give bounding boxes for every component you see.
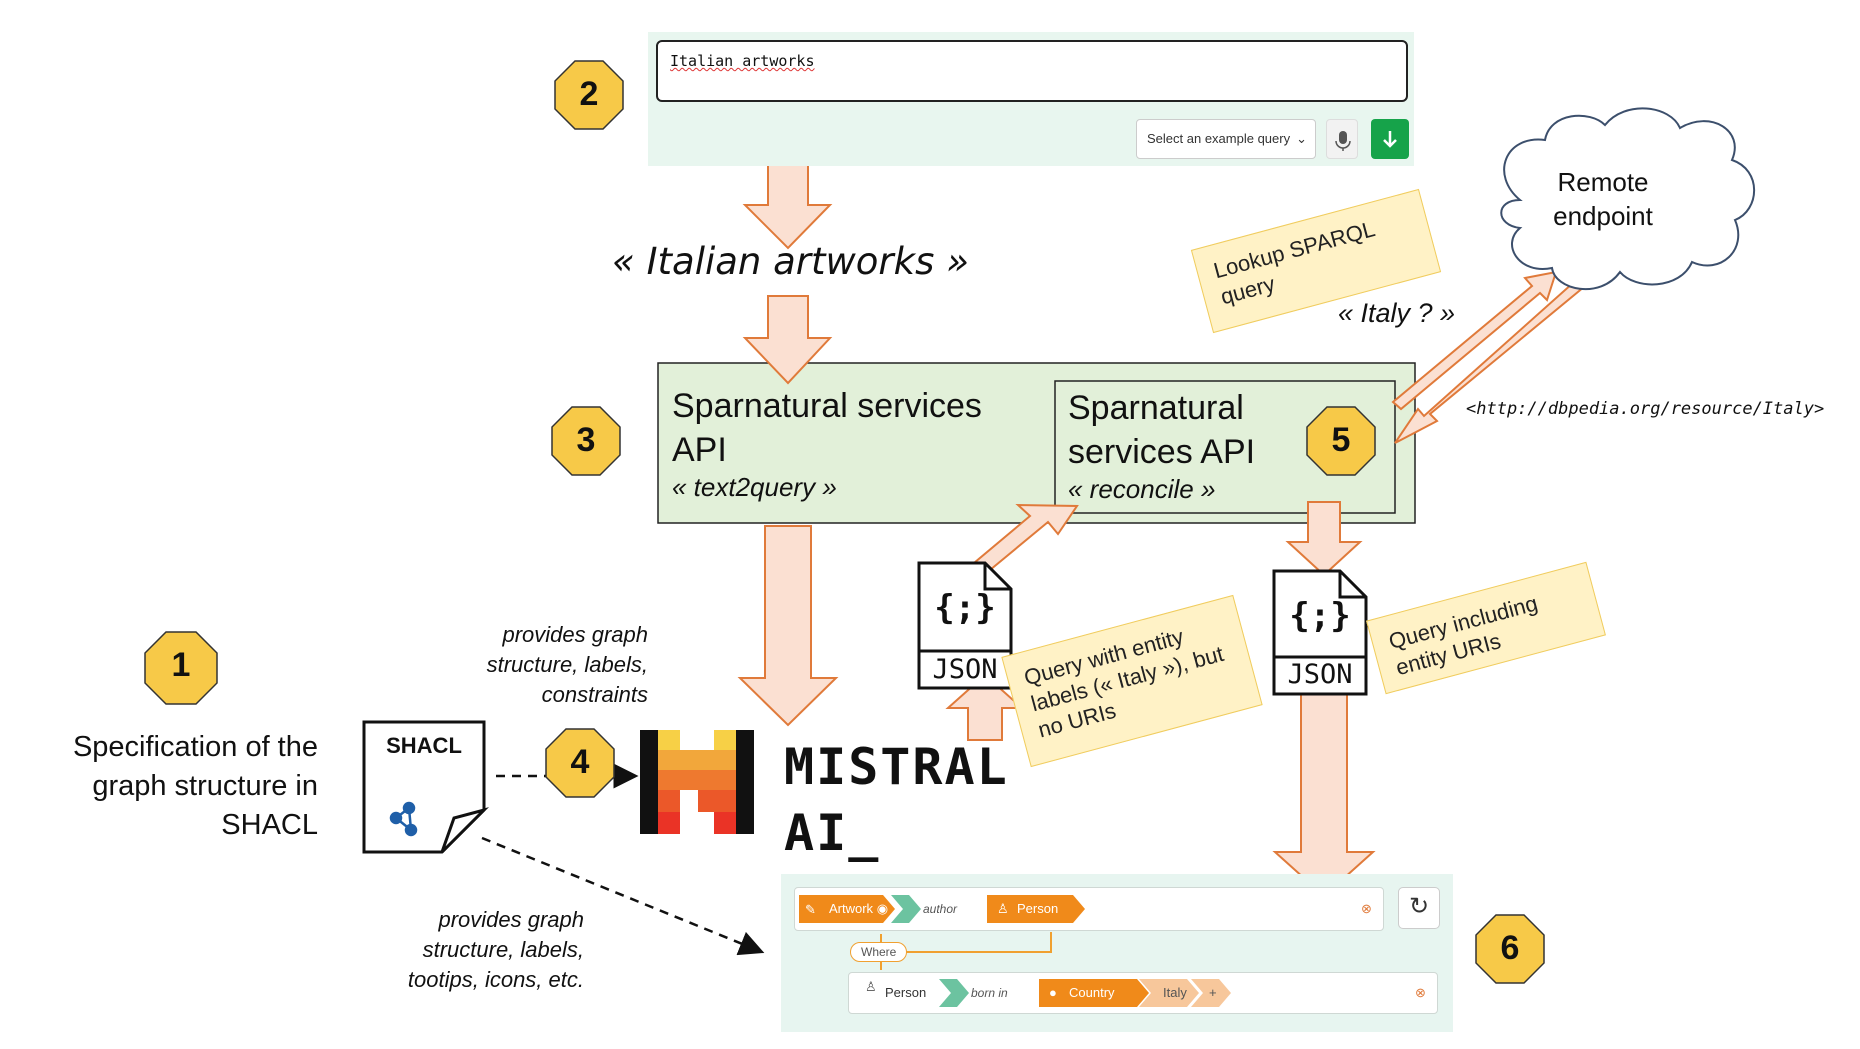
chip-person-label: Person [1017, 901, 1059, 916]
json-file-icon-1 [917, 561, 1013, 690]
badge-3: 3 [576, 421, 596, 459]
mistral-line-2: AI_ [784, 804, 881, 862]
refresh-icon: ↻ [1408, 893, 1430, 920]
predicate-author[interactable]: author [923, 902, 958, 916]
chip-connector-2 [939, 979, 969, 1007]
graph-network-icon [389, 801, 418, 837]
arrow-mistral-to-json [945, 673, 1025, 741]
sparnatural-row-1: Artwork ◉ ✎ author Person ♙ ⊗ [794, 887, 1384, 931]
row2-subject[interactable]: Person [885, 985, 927, 1000]
text2query-service: Sparnatural services API « text2query » [672, 384, 1032, 503]
badge-4-shape [545, 728, 615, 798]
add-value-label: + [1209, 985, 1217, 1000]
shacl-label: SHACL [386, 733, 462, 758]
microphone-icon [1335, 131, 1351, 151]
badge-4: 4 [570, 743, 590, 781]
eye-icon: ◉ [876, 901, 889, 916]
shacl-to-sparnatural-arrow [481, 836, 765, 956]
arrow-json-to-reconcile [972, 503, 1079, 572]
reconcile-subtitle: « reconcile » [1068, 474, 1216, 504]
reconcile-service: Sparnatural services API « reconcile » [1068, 386, 1298, 505]
badge-2: 2 [579, 75, 599, 113]
person-icon: ♙ [997, 901, 1009, 916]
arrow-reconcile-to-json [1285, 501, 1363, 577]
mistral-logo-icon [640, 730, 754, 834]
arrow-from-endpoint [1394, 272, 1592, 444]
remove-row-2-icon[interactable]: ⊗ [1415, 985, 1426, 1000]
sparnatural-row-2: ♙ Person born in Country ● Italy + ⊗ [848, 972, 1438, 1014]
person-icon-2: ♙ [865, 979, 877, 994]
text2query-title: Sparnatural services API [672, 387, 982, 469]
badge-5: 5 [1331, 421, 1351, 459]
submit-query-button[interactable] [1371, 119, 1409, 159]
arrow-json-to-sparnatural [1272, 691, 1376, 898]
example-query-select[interactable]: Select an example query ⌄ [1136, 119, 1316, 159]
globe-icon: ● [1049, 985, 1057, 1000]
italy-uri: <http://dbpedia.org/resource/Italy> [1466, 399, 1825, 419]
json-label-2: JSON [1287, 659, 1353, 690]
badge-6: 6 [1500, 929, 1520, 967]
arrow-down-icon [1383, 131, 1397, 148]
where-connector [880, 932, 1052, 970]
text2query-subtitle: « text2query » [672, 472, 837, 502]
value-italy-label: Italy [1163, 985, 1187, 1000]
predicate-born-in[interactable]: born in [971, 986, 1008, 1000]
chevron-down-icon: ⌄ [1296, 131, 1307, 146]
remote-endpoint-label: Remote endpoint [1553, 167, 1653, 231]
chip-country[interactable]: Country [1039, 979, 1149, 1007]
italy-label: « Italy ? » [1338, 298, 1456, 328]
arrow-to-endpoint [1391, 270, 1558, 411]
chip-artwork-label: Artwork [829, 901, 874, 916]
reset-button[interactable]: ↻ [1398, 887, 1440, 929]
microphone-button[interactable] [1326, 119, 1358, 159]
json-glyph-2: {;} [1289, 596, 1351, 636]
badge-2-shape [554, 60, 624, 130]
badge-1: 1 [171, 646, 191, 684]
shacl-specification-text: Specification of the graph structure in … [72, 731, 318, 841]
example-query-select-label: Select an example query [1147, 131, 1291, 146]
chip-artwork[interactable]: Artwork ◉ [799, 895, 895, 923]
arrow-text-to-api [742, 295, 833, 385]
where-label: Where [850, 942, 908, 962]
paintbrush-icon: ✎ [805, 902, 816, 917]
natural-language-query: « Italian artworks » [612, 240, 969, 283]
json-label-1: JSON [932, 654, 998, 685]
mistral-wordmark: MISTRAL AI_ [784, 734, 1009, 866]
badge-3-shape [551, 406, 621, 476]
shacl-caption-sparnatural: provides graph structure, labels, tootip… [407, 907, 584, 992]
chip-person[interactable]: Person [987, 895, 1085, 923]
badge-6-shape [1475, 914, 1545, 984]
json-glyph-1: {;} [934, 588, 996, 628]
badge-1-shape [144, 631, 218, 705]
remote-endpoint-cloud [1500, 107, 1756, 291]
shacl-caption-mistral: provides graph structure, labels, constr… [486, 622, 648, 707]
query-input[interactable]: Italian artworks [656, 40, 1408, 102]
query-input-value: Italian artworks [670, 52, 815, 70]
remove-row-1-icon[interactable]: ⊗ [1361, 901, 1372, 916]
reconcile-title: Sparnatural services API [1068, 389, 1256, 471]
chip-country-label: Country [1069, 985, 1115, 1000]
badge-5-shape [1306, 406, 1376, 476]
json-file-icon-2 [1272, 569, 1368, 696]
arrow-api-to-mistral [737, 525, 839, 727]
mistral-line-1: MISTRAL [784, 738, 1009, 796]
arrow-input-to-text [742, 157, 833, 250]
